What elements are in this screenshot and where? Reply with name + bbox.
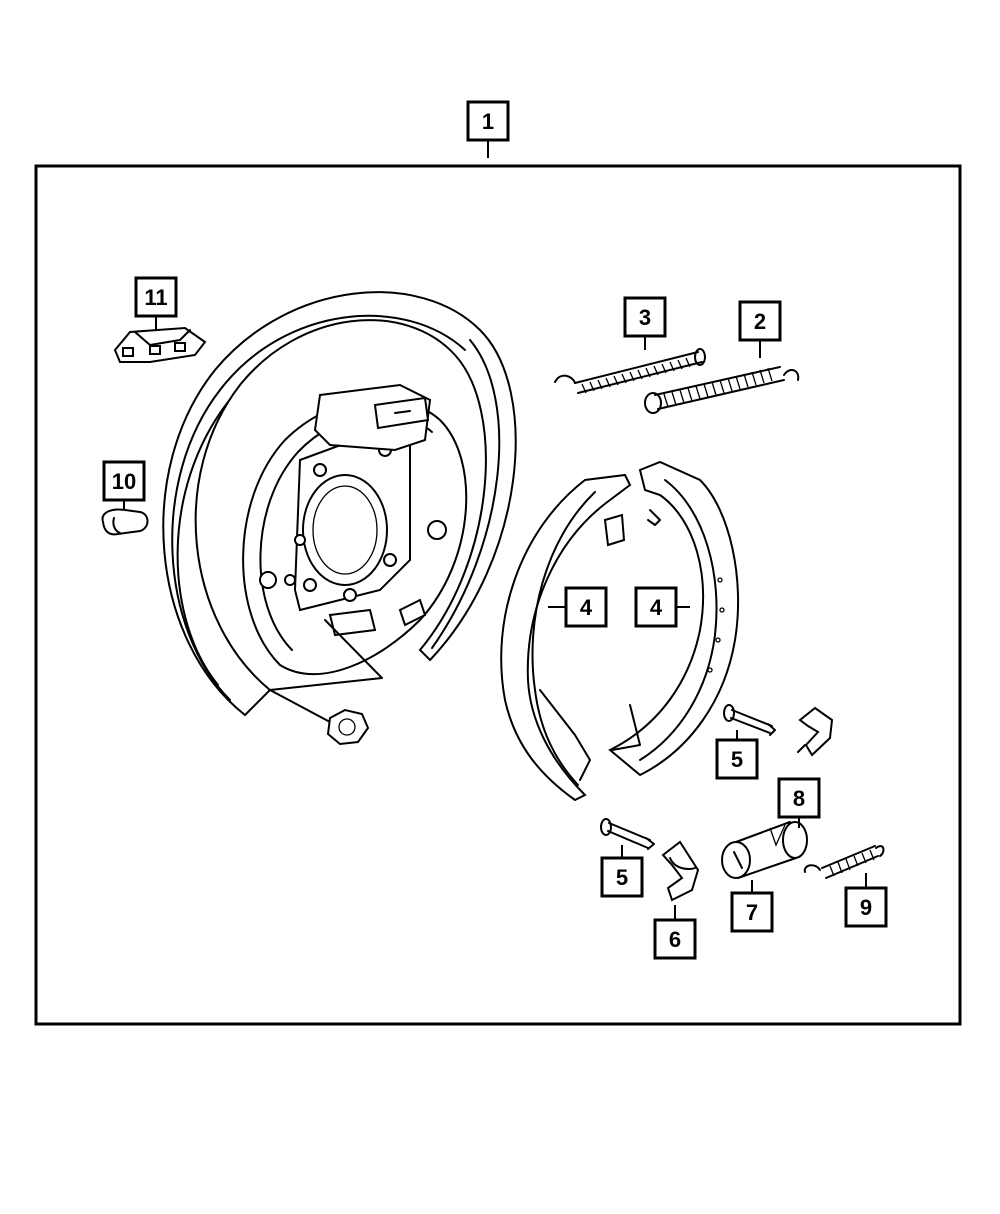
part-5-pin-upper-drawing xyxy=(723,704,776,736)
callout-5-lower-label: 5 xyxy=(616,865,628,890)
callout-2: 2 xyxy=(738,300,782,342)
callout-2-label: 2 xyxy=(754,309,766,334)
callout-5-upper-label: 5 xyxy=(731,747,743,772)
assembly-frame xyxy=(34,164,962,1026)
brake-shoes-drawing xyxy=(500,460,740,802)
callout-8: 8 xyxy=(777,777,821,819)
part-11-drawing xyxy=(113,326,207,363)
callout-9-label: 9 xyxy=(860,895,872,920)
callout-10: 10 xyxy=(102,460,146,502)
callout-6-label: 6 xyxy=(669,927,681,952)
spring-3-drawing xyxy=(554,348,706,394)
callout-11: 11 xyxy=(134,276,178,318)
callout-7: 7 xyxy=(730,891,774,933)
callout-7-label: 7 xyxy=(746,900,758,925)
part-10-drawing xyxy=(101,508,149,536)
callout-10-label: 10 xyxy=(112,469,136,494)
backing-plate-drawing xyxy=(162,291,517,746)
part-5-pin-lower-drawing xyxy=(600,818,655,850)
callout-4-right: 4 xyxy=(634,586,678,628)
callout-11-label: 11 xyxy=(144,285,167,310)
callout-1-label: 1 xyxy=(482,109,494,134)
spring-2-drawing xyxy=(644,366,800,414)
callout-4-right-label: 4 xyxy=(650,595,663,620)
callout-1: 1 xyxy=(466,100,510,142)
part-7-8-adjuster-drawing xyxy=(721,821,808,879)
callout-9: 9 xyxy=(844,886,888,928)
callout-6: 6 xyxy=(653,918,697,960)
callout-3: 3 xyxy=(623,296,667,338)
callout-5-lower: 5 xyxy=(600,856,644,898)
callout-8-label: 8 xyxy=(793,786,805,811)
callout-5-upper: 5 xyxy=(715,738,759,780)
callout-4-left-label: 4 xyxy=(580,595,593,620)
part-6-clip-lower-drawing xyxy=(661,840,700,902)
spring-9-drawing xyxy=(803,845,885,879)
part-6-clip-upper-drawing xyxy=(797,706,834,757)
callout-3-label: 3 xyxy=(639,305,651,330)
callout-4-left: 4 xyxy=(564,586,608,628)
